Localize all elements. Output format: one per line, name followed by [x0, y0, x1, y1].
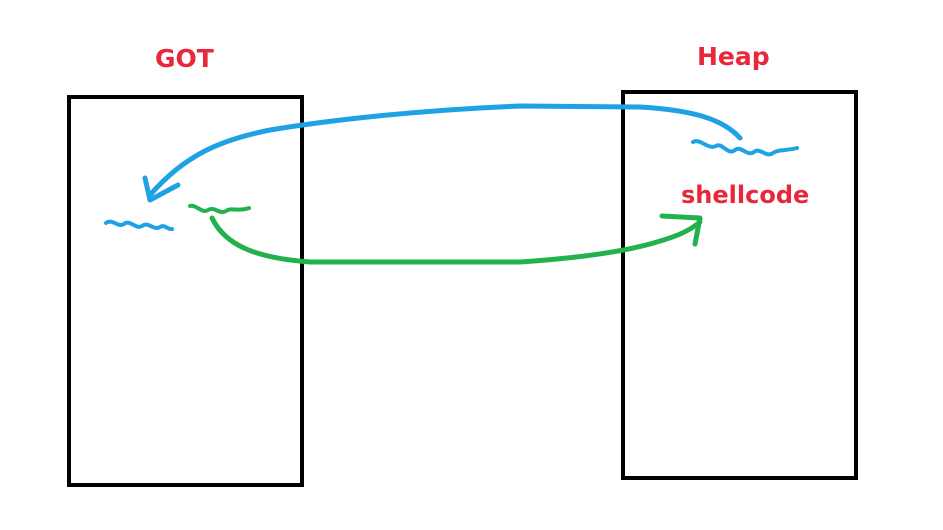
- heap-entry-squiggle: [691, 139, 799, 157]
- got-pointer-squiggle: [188, 203, 251, 214]
- jump-arrow: [188, 203, 703, 265]
- jump-arrow-head: [659, 213, 703, 247]
- shellcode-label: shellcode: [681, 181, 810, 209]
- got-title: GOT: [155, 44, 214, 73]
- got-entry-squiggle: [104, 219, 174, 232]
- jump-arrow-line: [209, 215, 703, 265]
- overwrite-arrow-head: [142, 175, 181, 203]
- overwrite-arrow: [104, 103, 799, 232]
- overwrite-arrow-line: [147, 103, 743, 198]
- heap-title: Heap: [697, 42, 770, 71]
- got-box: [67, 95, 304, 487]
- heap-box: [621, 90, 858, 480]
